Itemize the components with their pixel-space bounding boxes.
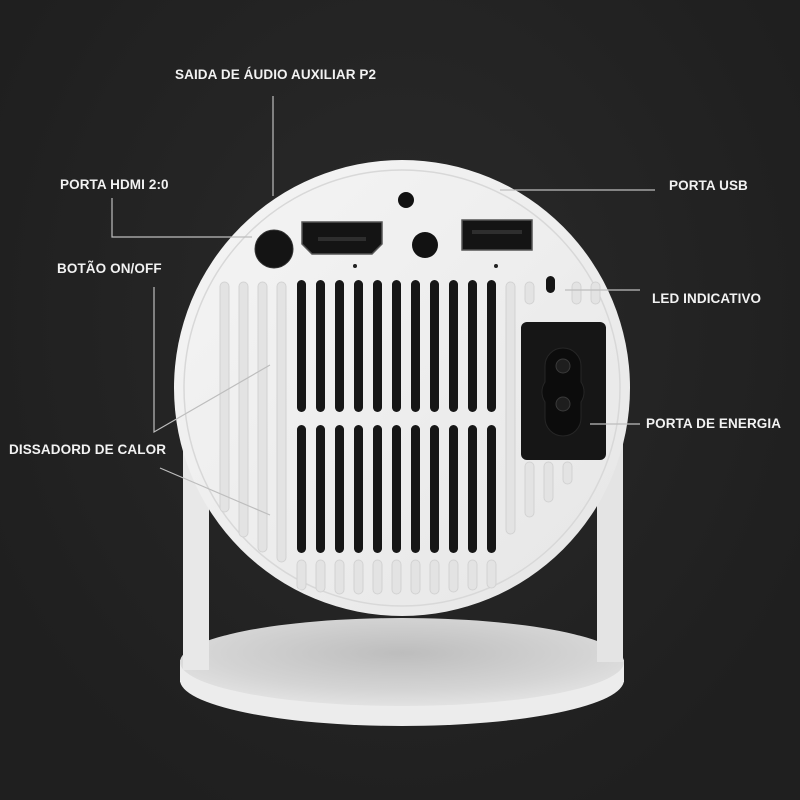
power-port <box>521 322 606 460</box>
usb-port <box>461 219 533 251</box>
led-indicator <box>546 276 555 293</box>
callout-audio-out: SAIDA DE ÁUDIO AUXILIAR P2 <box>175 67 377 82</box>
projector-back-panel <box>174 160 630 616</box>
callout-usb: PORTA USB <box>669 178 748 193</box>
callout-power-port: PORTA DE ENERGIA <box>646 416 782 431</box>
screw-hole <box>398 192 414 208</box>
callout-led: LED INDICATIVO <box>652 291 762 306</box>
heatsink-vents <box>297 280 496 553</box>
callout-hdmi: PORTA HDMI 2:0 <box>60 177 169 192</box>
audio-jack <box>412 232 438 258</box>
callout-power-button: BOTÃO ON/OFF <box>57 261 162 276</box>
power-button <box>254 229 294 269</box>
callout-lines <box>111 96 655 516</box>
callout-heatsink: DISSADORD DE CALOR <box>9 442 167 457</box>
stand-base <box>180 618 624 726</box>
